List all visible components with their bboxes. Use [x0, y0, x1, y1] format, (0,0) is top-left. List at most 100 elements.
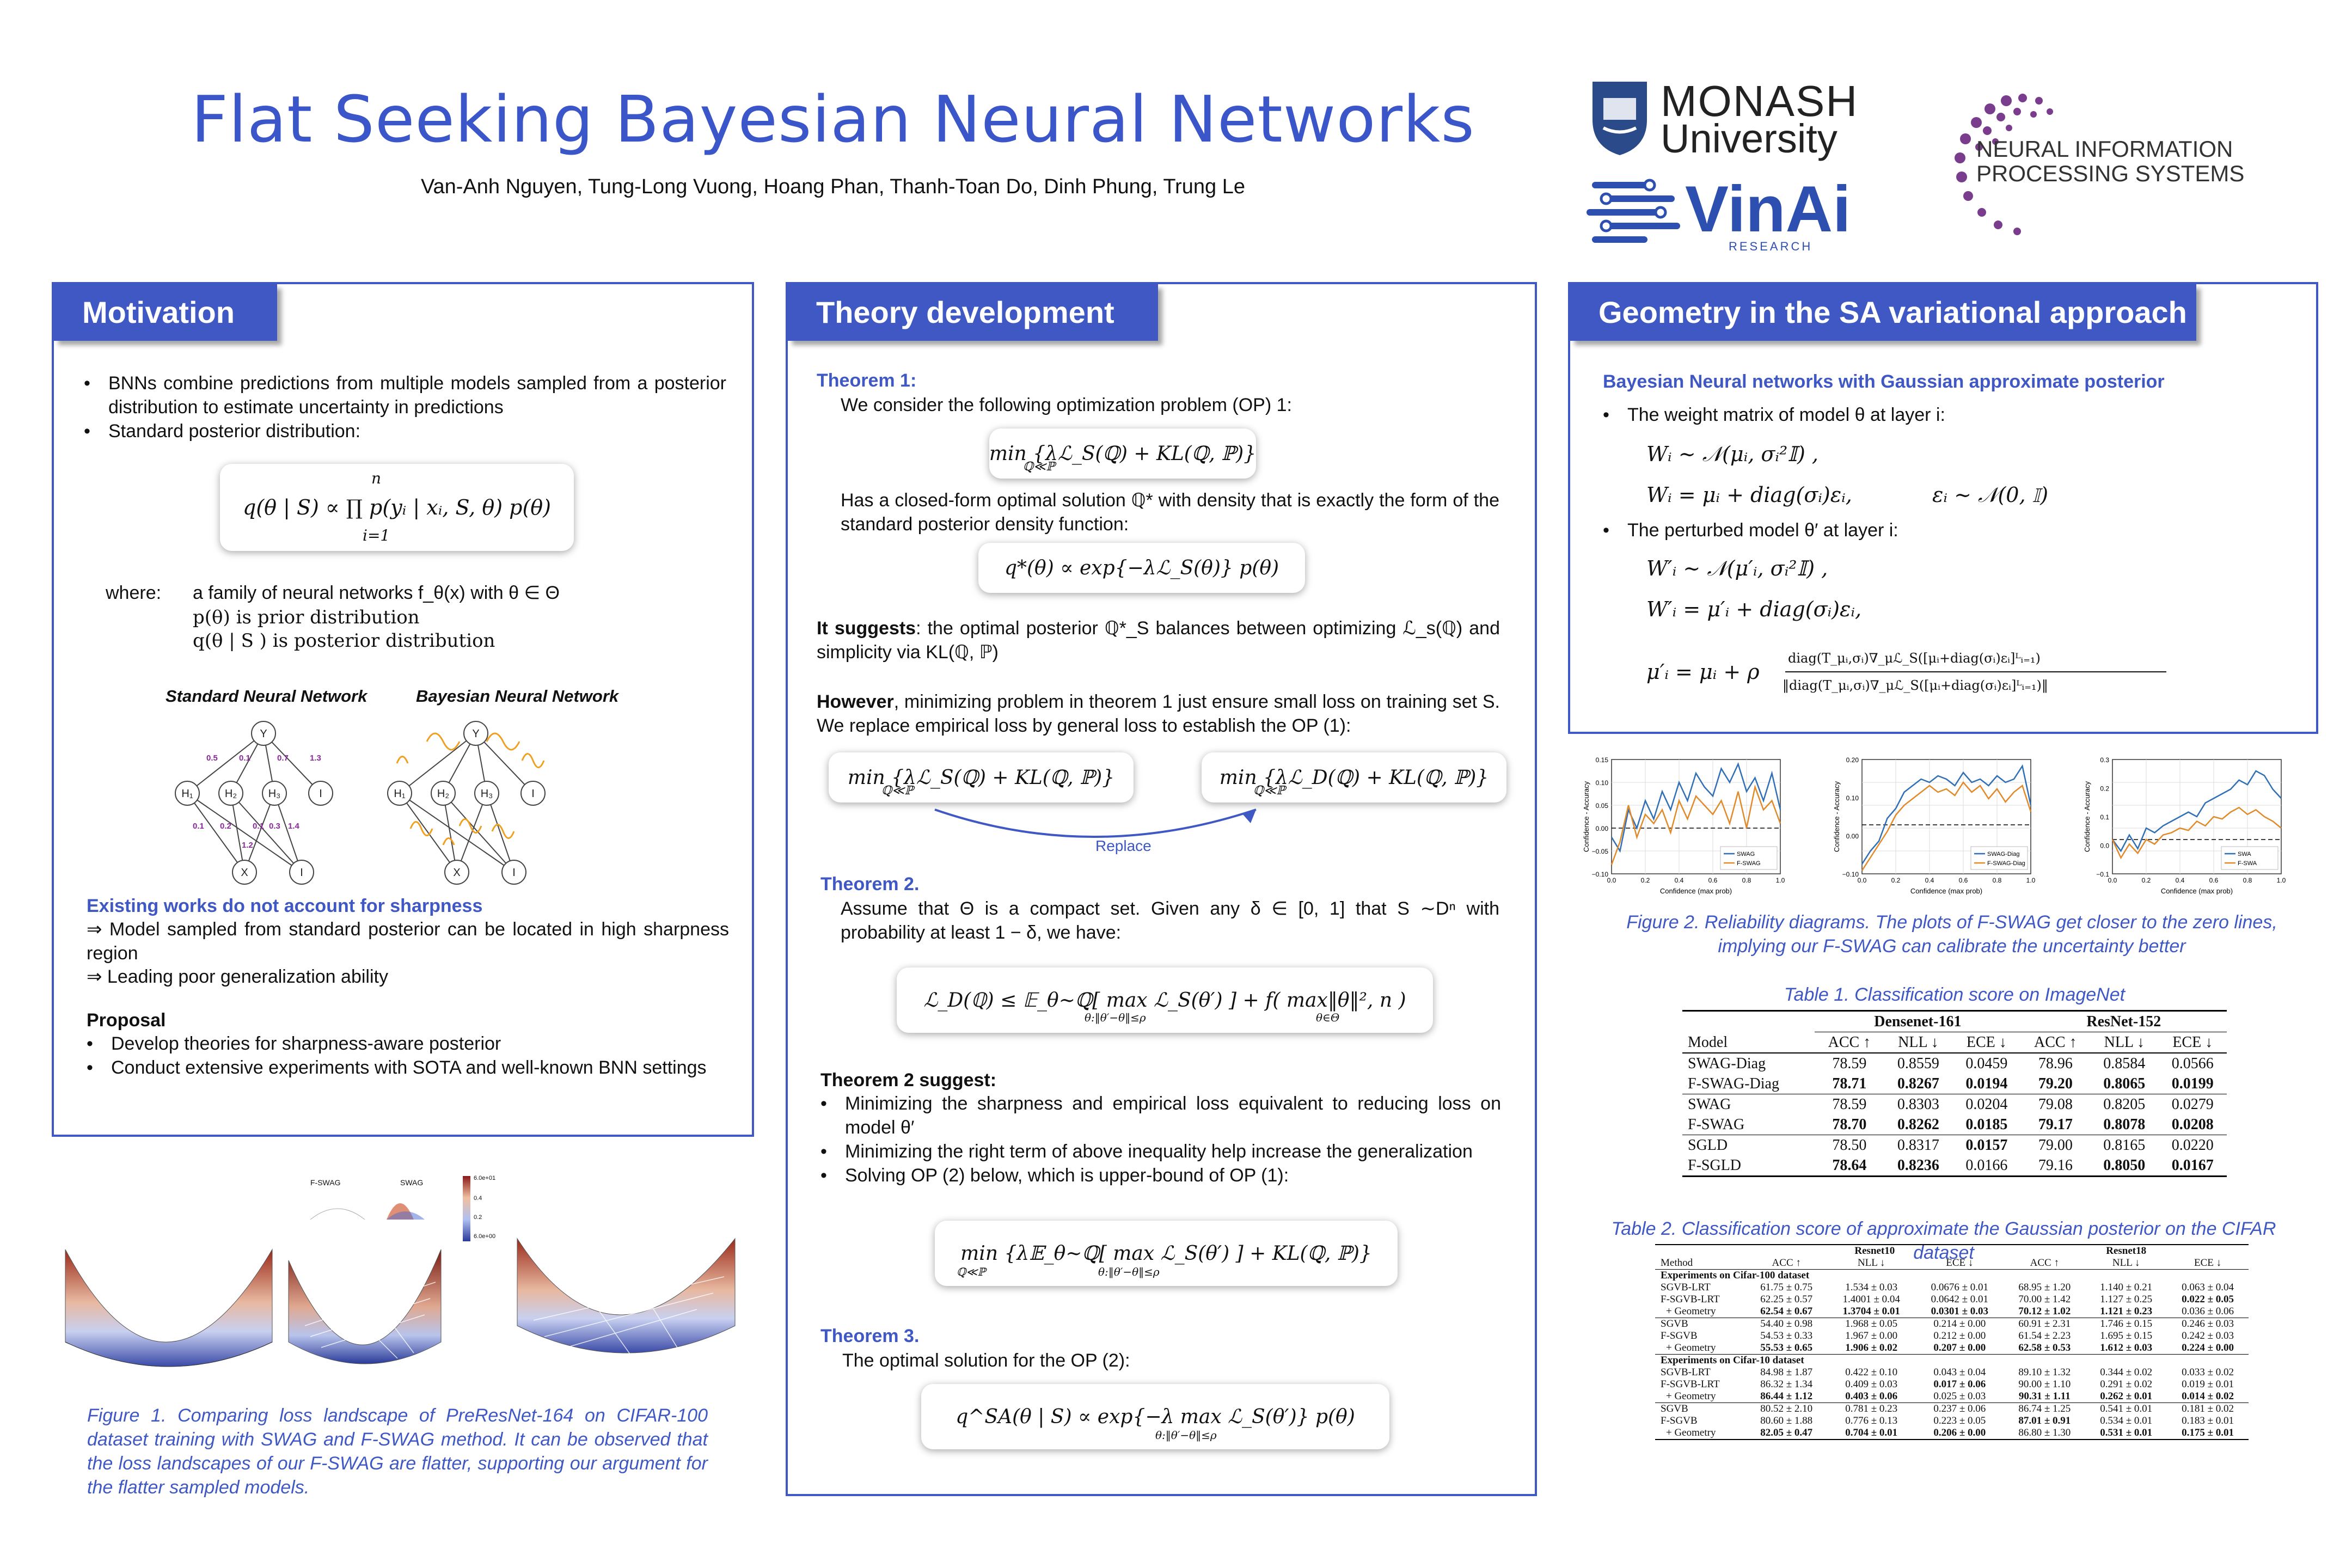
x-tick: 0.0 — [1607, 877, 1616, 884]
node-x: X — [241, 867, 248, 879]
table-cell: 0.022 ± 0.05 — [2182, 1294, 2234, 1305]
op-general-sub: ℚ≪ℙ — [1253, 784, 1285, 798]
table-cell: 78.70 — [1832, 1116, 1867, 1133]
x-tick: 0.0 — [2108, 877, 2117, 884]
monash-crest-icon — [1592, 82, 1647, 155]
x-tick: 0.6 — [1708, 877, 1718, 884]
table-cell: F-SWAG — [1688, 1116, 1745, 1133]
table-cell: + Geometry — [1666, 1391, 1716, 1402]
table-cell: SWAG — [1688, 1096, 1731, 1113]
neurips-text2: PROCESSING SYSTEMS — [1976, 161, 2245, 186]
table-cell: F-SGVB — [1661, 1415, 1698, 1426]
cb-tick: 6.0e+01 — [474, 1175, 496, 1181]
node-h3: H₃ — [268, 788, 281, 800]
colorbar — [463, 1176, 470, 1241]
theorem-1-label: Theorem 1: — [817, 370, 917, 391]
table-cell: 86.80 ± 1.30 — [2018, 1427, 2071, 1438]
node-y: Y — [260, 728, 267, 740]
y-tick: 0.10 — [1596, 779, 1609, 787]
bullet-standard: Standard posterior distribution: — [84, 419, 726, 443]
sa-posterior-equation: q^SA(θ | S) ∝ exp{−λ max ℒ_S(θ′)} p(θ) θ… — [921, 1384, 1389, 1449]
bnode-i2: I — [512, 867, 516, 879]
x-tick: 0.0 — [1858, 877, 1867, 884]
table-cell: SGLD — [1688, 1137, 1728, 1154]
vinai-mark-icon — [1587, 179, 1680, 243]
table-cell: 0.8262 — [1897, 1116, 1939, 1133]
table-cell: 0.246 ± 0.03 — [2182, 1318, 2234, 1330]
table-cell: 0.0676 ± 0.01 — [1931, 1282, 1989, 1293]
fig1-legend-swag: SWAG — [400, 1178, 424, 1187]
theory-header: Theory development — [788, 284, 1158, 341]
series-line — [2111, 770, 2282, 853]
t1-group: Densenet-161 — [1815, 1010, 2021, 1032]
table-cell: 78.59 — [1832, 1055, 1867, 1072]
weight-label: 1.3 — [310, 754, 321, 763]
motivation-panel: Motivation BNNs combine predictions from… — [52, 282, 754, 1137]
table-cell: 0.212 ± 0.00 — [1933, 1330, 1986, 1342]
theorem-2-text: Assume that Θ is a compact set. Given an… — [841, 898, 1499, 943]
table-cell: 0.0301 ± 0.03 — [1931, 1306, 1989, 1317]
weight-label: 1.2 — [242, 841, 253, 850]
table-cell: 0.8559 — [1897, 1055, 1939, 1072]
t1-col-header: ECE ↓ — [1966, 1034, 2007, 1051]
table-cell: 0.242 ± 0.03 — [2182, 1330, 2234, 1342]
y-tick: 0.10 — [1846, 794, 1859, 802]
legend-label: F-SWA — [2238, 860, 2257, 867]
theory-panel: Theory development Theorem 1: We conside… — [786, 282, 1537, 1496]
table-cell: 84.98 ± 1.87 — [1760, 1367, 1813, 1378]
geometry-panel: Geometry in the SA variational approach … — [1568, 282, 2318, 734]
table-cell: 0.781 ± 0.23 — [1845, 1403, 1898, 1414]
legend-label: F-SWAG-Diag — [1987, 860, 2025, 867]
table-cell: F-SGVB — [1661, 1330, 1698, 1342]
weight-label: 0.1 — [239, 754, 250, 763]
table-cell: 0.422 ± 0.10 — [1845, 1367, 1898, 1378]
closed-form-equation: q*(θ) ∝ exp{−λℒ_S(θ)} p(θ) — [978, 543, 1305, 593]
table-cell: 78.96 — [2038, 1055, 2073, 1072]
table-cell: 0.207 ± 0.00 — [1933, 1342, 1986, 1353]
table-cell: 90.00 ± 1.10 — [2018, 1379, 2071, 1390]
table-cell: 87.01 ± 0.91 — [2018, 1415, 2071, 1426]
bnode-y: Y — [472, 728, 479, 740]
legend-label: SWAG-Diag — [1987, 851, 2020, 857]
table-cell: 79.20 — [2038, 1075, 2073, 1092]
legend-box — [1720, 846, 1778, 870]
suggests-text: It suggests: the optimal posterior ℚ*_S … — [817, 616, 1500, 664]
suggest-1: Minimizing the sharpness and empirical l… — [820, 1092, 1501, 1140]
table-cell: 0.8317 — [1897, 1137, 1939, 1154]
table-cell: 1.4001 ± 0.04 — [1842, 1294, 1900, 1305]
section-row: Experiments on Cifar-100 dataset — [1655, 1269, 2249, 1282]
section-row: Experiments on Cifar-10 dataset — [1655, 1354, 2249, 1367]
table-cell: + Geometry — [1666, 1342, 1716, 1353]
neurips-logo: NEURAL INFORMATION PROCESSING SYSTEMS — [1935, 84, 2284, 248]
y-tick: 0.00 — [1846, 832, 1859, 840]
table-cell: 70.12 ± 1.02 — [2018, 1306, 2071, 1317]
table-cell: 1.3704 ± 0.01 — [1842, 1306, 1900, 1317]
geometry-b1: The weight matrix of model θ at layer i: — [1603, 403, 1945, 427]
table-cell: 1.695 ± 0.15 — [2100, 1330, 2153, 1342]
x-axis-label: Confidence (max prob) — [1660, 887, 1732, 895]
table-cell: 70.00 ± 1.42 — [2018, 1294, 2071, 1305]
table-cell: 0.0459 — [1965, 1055, 2008, 1072]
bnode-i: I — [531, 788, 535, 800]
legend-box — [2221, 846, 2278, 870]
table-cell: 0.409 ± 0.03 — [1845, 1379, 1898, 1390]
eq-prod-top: n — [371, 469, 382, 487]
node-h2: H₂ — [225, 788, 237, 800]
table-cell: 79.16 — [2038, 1157, 2073, 1174]
table-cell: 0.8165 — [2103, 1137, 2146, 1154]
